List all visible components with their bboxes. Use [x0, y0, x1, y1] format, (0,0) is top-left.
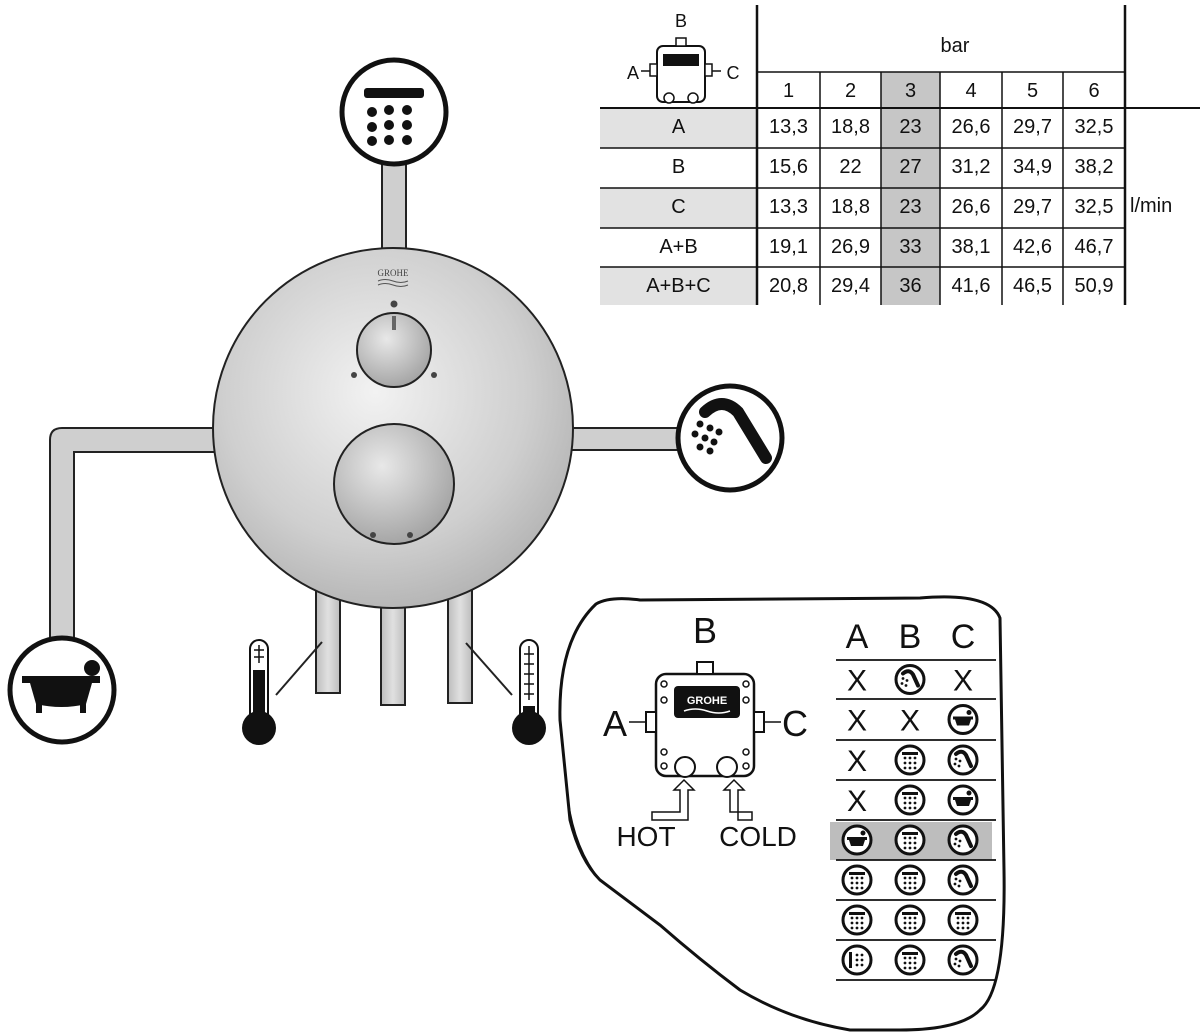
flow-value: 26,6 [951, 116, 991, 138]
matrix-cell-off: X [900, 705, 920, 738]
outlet-row-label: A+B [659, 236, 698, 258]
hand-shower-icon [947, 744, 979, 776]
thermometer-cold-icon [465, 639, 546, 745]
flow-value: 32,5 [1074, 116, 1114, 138]
detail-panel [558, 595, 1006, 1032]
bathtub-icon [947, 784, 979, 816]
flow-value: 41,6 [951, 275, 991, 297]
pressure-header: 2 [844, 80, 857, 102]
flow-value: 36 [899, 275, 922, 297]
outlet-row-label: A [671, 116, 686, 138]
flow-value: 23 [899, 196, 922, 218]
overhead-shower-icon [339, 57, 449, 167]
pressure-header: 4 [965, 80, 977, 102]
hand-shower-icon [894, 664, 926, 695]
shower-head-icon [894, 944, 926, 976]
small-label-b: B [675, 11, 687, 31]
flow-value: 33 [899, 236, 922, 258]
large-label-c: C [782, 703, 808, 744]
flow-value: 27 [899, 156, 922, 178]
flow-value: 46,5 [1013, 275, 1052, 297]
flow-value: 18,8 [831, 196, 870, 218]
shower-head-icon [894, 904, 926, 936]
flow-value: 34,9 [1013, 156, 1052, 178]
hand-shower-icon [947, 944, 979, 976]
shower-head-icon [894, 784, 926, 816]
matrix-column-header: A [846, 618, 869, 656]
shower-head-icon [894, 824, 926, 856]
flow-value: 29,4 [831, 275, 870, 297]
pressure-header: 5 [1026, 80, 1039, 102]
matrix-cell-off: X [847, 665, 867, 698]
bathtub-icon [7, 635, 117, 745]
shower-head-icon [894, 864, 926, 896]
outlet-row-label: C [671, 196, 686, 218]
flow-value: 20,8 [769, 275, 808, 297]
flow-value: 19,1 [769, 236, 808, 258]
flow-value: 13,3 [769, 116, 808, 138]
flow-value: 32,5 [1074, 196, 1114, 218]
shower-head-icon [947, 904, 979, 936]
flow-value: 29,7 [1013, 196, 1052, 218]
pressure-unit-label: bar [940, 35, 970, 57]
pressure-header: 6 [1088, 80, 1100, 102]
bathtub-icon [841, 824, 873, 856]
matrix-column-header: C [951, 618, 976, 656]
hand-shower-icon [947, 864, 979, 896]
large-label-b: B [693, 610, 717, 651]
flow-value: 38,1 [951, 236, 991, 258]
row-shade [600, 108, 757, 148]
row-shade [600, 188, 757, 228]
brand-logo: GROHE [378, 268, 410, 278]
outlet-row-label: B [671, 156, 686, 178]
shower-head-icon [841, 864, 873, 896]
flow-value: 50,9 [1074, 275, 1114, 297]
pressure-header: 1 [782, 80, 795, 102]
hot-label: HOT [616, 821, 675, 852]
flow-value: 22 [839, 156, 862, 178]
flow-value: 29,7 [1013, 116, 1052, 138]
thermometer-hot-icon [242, 639, 323, 745]
flow-value: 18,8 [831, 116, 870, 138]
outlet-diagram-large: GROHE B A C HOT COLD [603, 610, 808, 852]
flow-value: 15,6 [769, 156, 808, 178]
flow-value: 26,9 [831, 236, 870, 258]
flow-value: 46,7 [1074, 236, 1114, 258]
flow-table-grid [600, 5, 1200, 305]
small-label-c: C [727, 63, 740, 83]
pressure-header: 3 [904, 80, 917, 102]
flow-value: 23 [899, 116, 922, 138]
hand-shower-icon [675, 383, 785, 493]
bathtub-icon [947, 704, 979, 735]
grohe-logo-small: GROHE [687, 695, 727, 707]
flow-unit-label: l/min [1130, 195, 1173, 217]
row-shade [600, 267, 757, 305]
flow-value: 26,6 [951, 196, 991, 218]
small-label-a: A [627, 63, 639, 83]
shower-head-icon [894, 744, 926, 776]
large-label-a: A [603, 703, 627, 744]
side-spray-icon [841, 944, 873, 976]
matrix-cell-off: X [847, 705, 867, 738]
hand-shower-icon [947, 824, 979, 856]
matrix-cell-off: X [847, 745, 867, 778]
matrix-cell-off: X [953, 665, 973, 698]
outlet-row-label: A+B+C [646, 275, 711, 297]
matrix-cell-off: X [847, 785, 867, 818]
flow-value: 13,3 [769, 196, 808, 218]
flow-value: 38,2 [1074, 156, 1114, 178]
flow-value: 42,6 [1013, 236, 1052, 258]
cold-label: COLD [719, 821, 797, 852]
outlet-diagram-small: B A C [627, 11, 740, 104]
shower-head-icon [841, 904, 873, 936]
flow-value: 31,2 [951, 156, 991, 178]
diverter-knob[interactable] [351, 312, 437, 388]
temperature-handle[interactable] [333, 423, 455, 545]
matrix-column-header: B [899, 618, 922, 656]
